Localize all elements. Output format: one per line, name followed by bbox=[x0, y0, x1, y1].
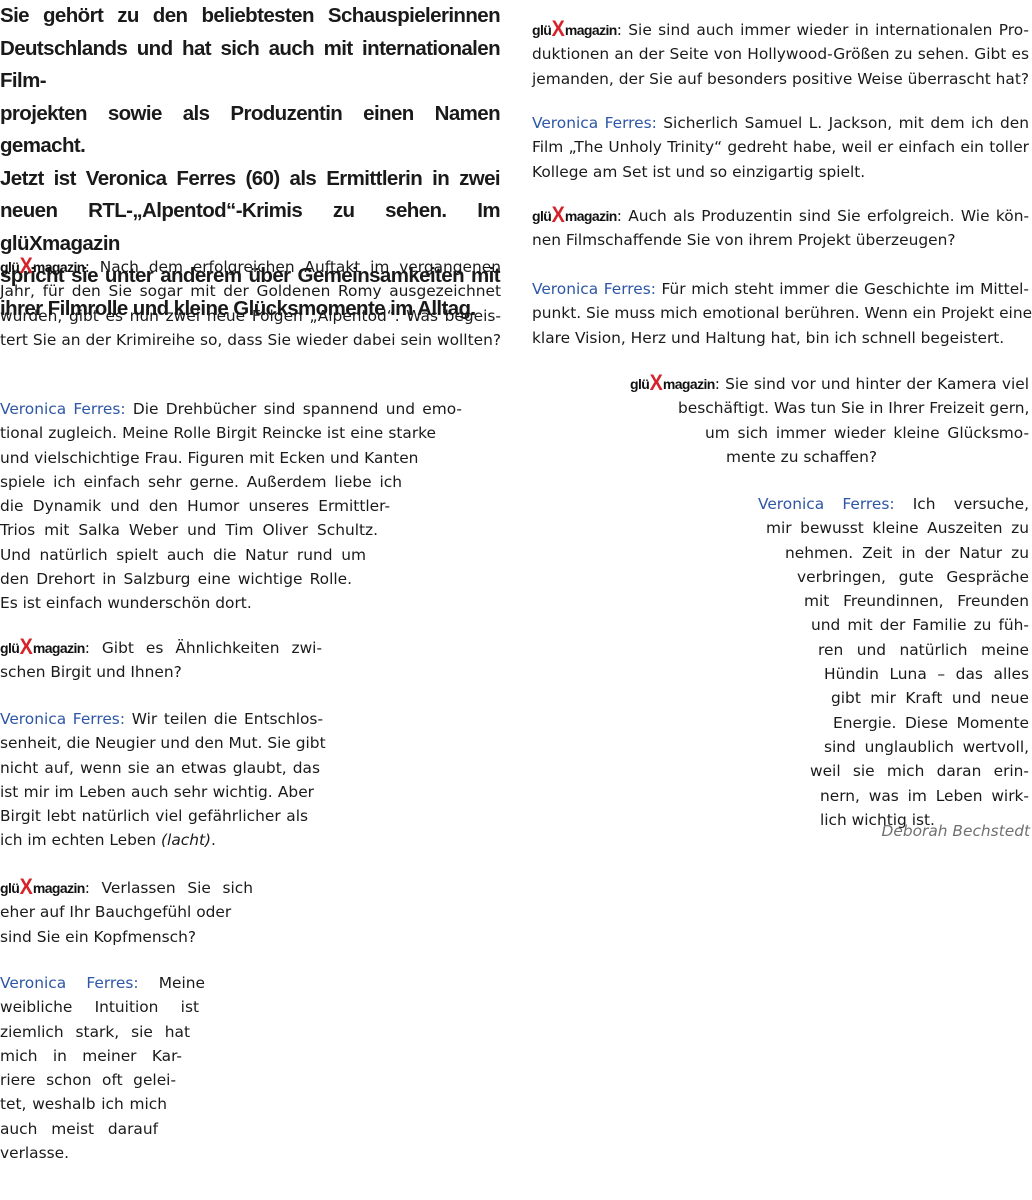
speaker-label: Veronica Ferres: bbox=[532, 280, 656, 298]
question-6: glüXmagazin: Sie sind vor und hinter der… bbox=[630, 370, 1030, 466]
intro-line: Sie gehört zu den beliebtesten Schauspie… bbox=[0, 4, 501, 27]
author-signature: Deborah Bechstedt bbox=[881, 822, 1030, 840]
intro-line: spricht sie unter anderem über Gemeinsam… bbox=[0, 264, 501, 287]
question-5: glüXmagazin: Auch als Produzentin sind S… bbox=[532, 202, 1029, 250]
gluexmagazin-logo: glüXmagazin bbox=[532, 202, 617, 227]
answer-4: Veronica Ferres: Sicherlich Samuel L. Ja… bbox=[532, 114, 1029, 181]
question-4: glüXmagazin: Sie sind auch immer wieder … bbox=[532, 16, 1030, 88]
gluexmagazin-logo: glüXmagazin bbox=[630, 370, 715, 395]
intro-line: Jetzt ist Veronica Ferres (60) als Ermit… bbox=[0, 166, 501, 190]
intro-line: neuen RTL-„Alpentod“-Krimis zu sehen. Im… bbox=[0, 199, 501, 255]
intro-line: projekten sowie als Produzentin einen Na… bbox=[0, 101, 501, 158]
speaker-label: Veronica Ferres: bbox=[0, 400, 126, 418]
speaker-label: Veronica Ferres: bbox=[0, 974, 139, 992]
gluexmagazin-logo: glüXmagazin bbox=[0, 253, 85, 278]
answer-3: Veronica Ferres: Meine weibliche Intuiti… bbox=[0, 974, 205, 1163]
answer-5: Veronica Ferres: Für mich steht immer di… bbox=[532, 280, 1032, 347]
question-2: glüXmagazin: Gibt es Ähnlichkeiten zwi- … bbox=[0, 634, 322, 682]
article-intro: Sie gehört zu den beliebtesten Schauspie… bbox=[0, 0, 501, 325]
intro-line: ihrer Filmrolle und kleine Glücksmomente… bbox=[0, 296, 476, 320]
gluexmagazin-logo: glüXmagazin bbox=[0, 634, 85, 659]
answer-6: Veronica Ferres: Ich versuche, mir bewus… bbox=[758, 495, 1029, 829]
speaker-label: Veronica Ferres: bbox=[758, 495, 895, 513]
answer-1: Veronica Ferres: Die Drehbücher sind spa… bbox=[0, 400, 462, 613]
gluexmagazin-logo: glüXmagazin bbox=[0, 874, 85, 899]
speaker-label: Veronica Ferres: bbox=[0, 710, 126, 728]
intro-line: Deutschlands und hat sich auch mit inter… bbox=[0, 36, 501, 93]
answer-2: Veronica Ferres: Wir teilen die Entschlo… bbox=[0, 710, 326, 850]
question-3: glüXmagazin: Verlassen Sie sich eher auf… bbox=[0, 874, 253, 946]
speaker-label: Veronica Ferres: bbox=[532, 114, 657, 132]
question-1: glüXmagazin: Nach dem erfolgreichen Auft… bbox=[0, 253, 501, 349]
gluexmagazin-logo: glüXmagazin bbox=[532, 16, 617, 41]
